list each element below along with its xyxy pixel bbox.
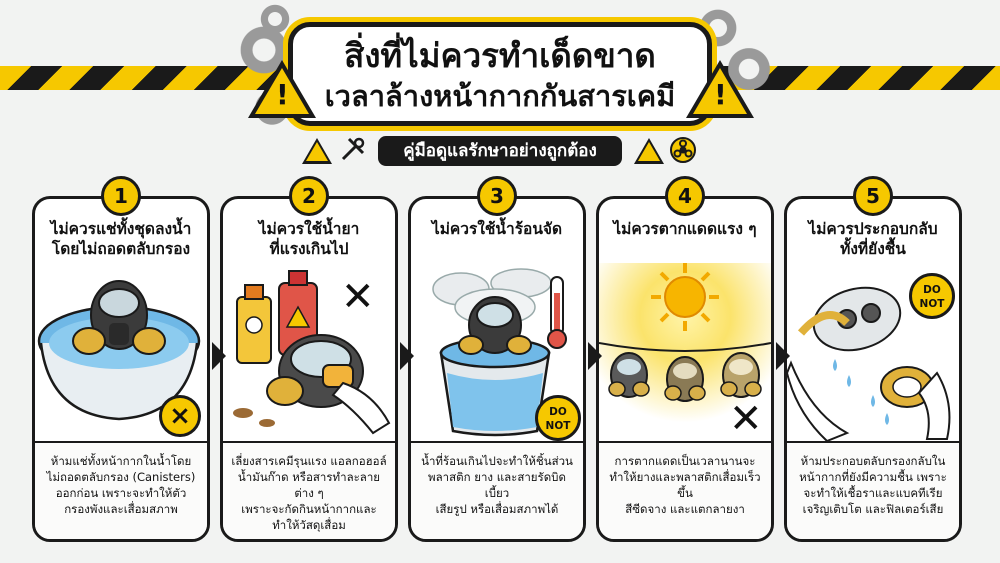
- hot-water-bucket-illustration: [411, 263, 583, 441]
- step-number-badge: 1: [101, 176, 141, 216]
- page-subtitle-line: เวลาล้างหน้ากากกันสารเคมี: [324, 79, 676, 113]
- x-mark-icon: ✕: [341, 274, 375, 320]
- step-number-badge: 4: [665, 176, 705, 216]
- wet-assembly-illustration: [787, 263, 959, 443]
- step-card-3: ไม่ควรใช้น้ำร้อนจัด DO NOT น้ำที่ร้อนเกิ…: [408, 196, 586, 542]
- chevron-right-icon: [588, 342, 602, 370]
- wrench-screwdriver-icon: [338, 136, 368, 166]
- step-title: ไม่ควรตากแดดแรง ๆ: [613, 220, 757, 238]
- do-not-badge: DO NOT: [909, 273, 955, 319]
- do-not-badge: DO NOT: [535, 395, 581, 441]
- step-title: ไม่ควรใช้น้ำร้อนจัด: [431, 220, 563, 238]
- subtitle-pill: คู่มือดูแลรักษาอย่างถูกต้อง: [378, 136, 622, 166]
- sun-drying-illustration: [599, 263, 771, 441]
- title-banner: สิ่งที่ไม่ควรทำเด็ดขาด เวลาล้างหน้ากากกั…: [288, 22, 712, 126]
- step-description: ห้ามแช่ทั้งหน้ากากในน้ำโดย ไม่ถอดตลับกรอ…: [35, 441, 207, 539]
- chemical-bottles-illustration: [223, 263, 395, 441]
- skull-warning-icon: [302, 138, 332, 164]
- page-title: สิ่งที่ไม่ควรทำเด็ดขาด: [344, 36, 656, 75]
- step-card-1: ไม่ควรแช่ทั้งชุดลงน้ำ โดยไม่ถอดตลับกรอง …: [32, 196, 210, 542]
- gear-icon: [258, 2, 292, 36]
- warning-icon: [634, 138, 664, 164]
- warning-icon: !: [248, 60, 316, 118]
- step-title: ไม่ควรใช้น้ำยา ที่แรงเกินไป: [258, 220, 360, 258]
- step-description: น้ำที่ร้อนเกินไปจะทำให้ชิ้นส่วน พลาสติก …: [411, 441, 583, 539]
- biohazard-icon: [668, 136, 698, 166]
- chevron-right-icon: [212, 342, 226, 370]
- step-card-5: ไม่ควรประกอบกลับ ทั้งที่ยังชื้น DO NOT ห…: [784, 196, 962, 542]
- mask-in-basin-illustration: [35, 263, 207, 441]
- chevron-right-icon: [400, 342, 414, 370]
- step-description: ห้ามประกอบตลับกรองกลับใน หน้ากากที่ยังมี…: [787, 441, 959, 539]
- step-number-badge: 3: [477, 176, 517, 216]
- step-title: ไม่ควรประกอบกลับ ทั้งที่ยังชื้น: [808, 220, 938, 258]
- step-card-2: ไม่ควรใช้น้ำยา ที่แรงเกินไป ✕ เลี่ยงสารเ…: [220, 196, 398, 542]
- chevron-right-icon: [776, 342, 790, 370]
- x-mark-icon: ×: [159, 395, 201, 437]
- step-card-4: ไม่ควรตากแดดแรง ๆ: [596, 196, 774, 542]
- step-number-badge: 2: [289, 176, 329, 216]
- step-description: การตากแดดเป็นเวลานานจะ ทำให้ยางและพลาสติ…: [599, 441, 771, 539]
- step-number-badge: 5: [853, 176, 893, 216]
- x-mark-icon: ✕: [729, 396, 763, 442]
- step-title: ไม่ควรแช่ทั้งชุดลงน้ำ โดยไม่ถอดตลับกรอง: [50, 220, 192, 258]
- step-description: เลี่ยงสารเคมีรุนแรง แอลกอฮอล์ น้ำมันก๊าด…: [223, 441, 395, 539]
- warning-icon: !: [686, 60, 754, 118]
